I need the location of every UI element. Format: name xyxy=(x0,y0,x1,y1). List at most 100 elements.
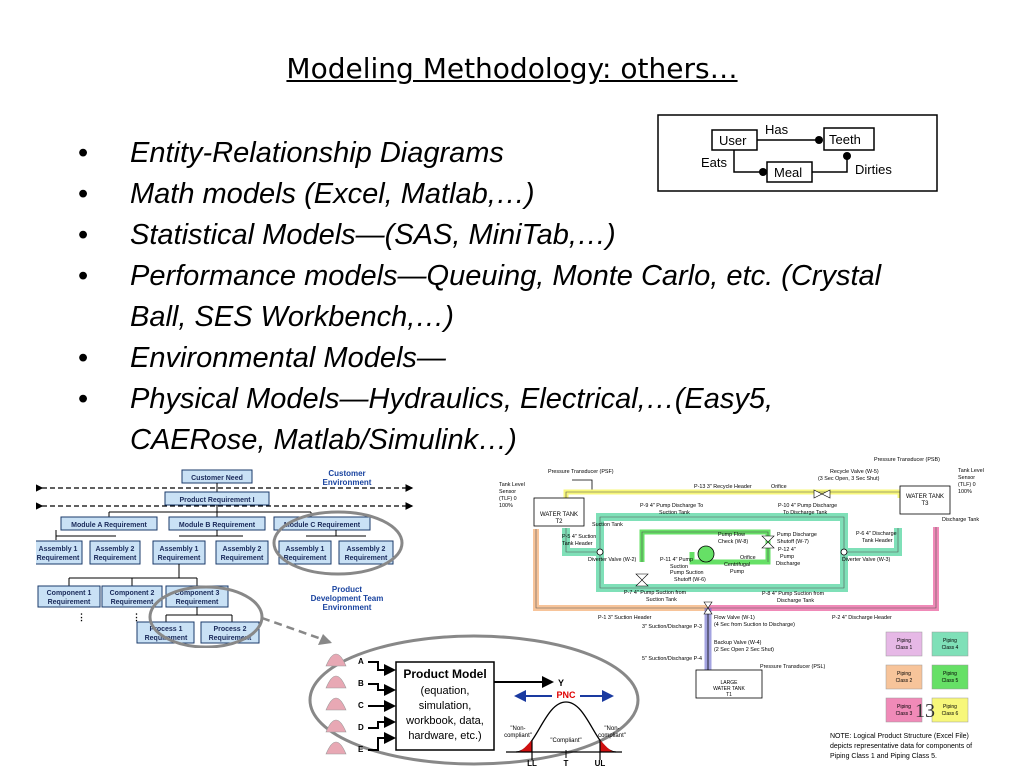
tank-t1-label: T1 xyxy=(726,692,732,698)
flow-label: 100% xyxy=(499,503,513,509)
tank-t1-label: LARGE xyxy=(721,680,739,686)
product-model-line: hardware, etc.) xyxy=(408,730,481,742)
flow-label: Flow Valve (W-1) xyxy=(714,615,755,621)
legend-label: Class 3 xyxy=(896,711,913,717)
tank-t2-label: WATER TANK xyxy=(540,512,578,518)
valve-icon xyxy=(821,489,831,499)
legend-label: Piping xyxy=(897,671,911,677)
flow-label: Shutoff (W-7) xyxy=(777,539,809,545)
noncompliant-right-label: compliant" xyxy=(598,733,626,739)
flow-label: Shutoff (W-6) xyxy=(674,577,706,583)
module-a-label: Module A Requirement xyxy=(71,522,147,529)
assembly-label: Requirement xyxy=(37,555,80,562)
flow-label: To Discharge Tank xyxy=(783,510,828,516)
process-label: Process 1 xyxy=(149,626,182,633)
flow-label: Pressure Transducer (PSF) xyxy=(548,469,614,475)
legend-swatch xyxy=(885,697,923,723)
component-label: Component 1 xyxy=(47,590,92,597)
flow-label: Orifice xyxy=(740,555,756,561)
input-label: B xyxy=(358,679,364,688)
flow-valve-icon xyxy=(703,601,713,609)
component-box xyxy=(101,585,163,608)
bullet-text: Statistical Models—(SAS, MiniTab,…) xyxy=(130,219,616,251)
pnc-label: PNC xyxy=(556,690,576,700)
flow-label: P-10 4" Pump Discharge xyxy=(778,503,837,509)
tank-t3-label: WATER TANK xyxy=(906,494,944,500)
product-model-title: Product Model xyxy=(403,667,486,681)
flow-label: Pump xyxy=(780,554,794,560)
pipe-outline xyxy=(565,516,899,553)
component-label: Requirement xyxy=(48,599,91,606)
legend-label: Class 4 xyxy=(942,645,959,651)
flow-label: (TLF) 0 xyxy=(958,482,976,488)
bullet-dot: • xyxy=(78,178,89,210)
bullet-dot: • xyxy=(78,383,89,415)
valve-icon xyxy=(635,573,649,581)
er-diagram: User Teeth Has Eats Meal Dirties xyxy=(657,114,938,192)
page-number: 13 xyxy=(915,700,935,722)
assembly-label: Assembly 1 xyxy=(160,546,199,553)
tank-t3 xyxy=(899,485,951,515)
flow-label: P-5 4" Suction xyxy=(562,534,596,540)
component-label: Component 3 xyxy=(175,590,220,597)
module-a-box xyxy=(60,516,158,531)
flow-label: Tank Level xyxy=(958,468,984,474)
customer-need-label: Customer Need xyxy=(191,475,243,482)
flow-label: P-9 4" Pump Discharge To xyxy=(640,503,703,509)
flow-label: Recycle Valve (W-5) xyxy=(830,469,879,475)
distribution-icon xyxy=(325,675,347,689)
component-box xyxy=(37,585,101,608)
er-teeth-label: Teeth xyxy=(829,132,861,147)
legend-swatch xyxy=(885,631,923,657)
assembly-label: Requirement xyxy=(158,555,201,562)
noncompliant-left-area xyxy=(516,740,532,752)
assembly-box xyxy=(215,540,269,565)
diverter-valve-icon xyxy=(596,548,604,556)
tank-t2-label: T2 xyxy=(555,519,563,525)
input-label: D xyxy=(358,723,364,732)
valve-icon xyxy=(813,489,823,499)
pipe-class-4 xyxy=(596,552,848,592)
module-c-label: Module C Requirement xyxy=(284,522,361,529)
piping-class-legend: Piping Class 1 Piping Class 4 Piping Cla… xyxy=(885,631,969,723)
product-model-line: (equation, xyxy=(421,685,470,697)
distribution-icon xyxy=(325,741,347,755)
legend-swatch xyxy=(931,664,969,690)
flow-label: Pressure Transducer (PSL) xyxy=(760,664,826,670)
dev-env-label: Development Team xyxy=(311,594,384,603)
assembly-label: Assembly 2 xyxy=(96,546,135,553)
component-label: Requirement xyxy=(111,599,154,606)
input-label: E xyxy=(358,745,364,754)
distribution-icon xyxy=(325,653,347,667)
assembly-box xyxy=(36,540,83,565)
er-frame xyxy=(657,114,938,192)
bullet-list: •Entity-Relationship Diagrams •Math mode… xyxy=(78,133,908,461)
er-has-label: Has xyxy=(765,122,789,137)
flow-label: Suction xyxy=(670,564,688,570)
assembly-label: Assembly 2 xyxy=(223,546,262,553)
flow-label: P-6 4" Discharge xyxy=(856,531,897,537)
bullet-dot: • xyxy=(78,137,89,169)
noncompliant-right-area xyxy=(600,740,616,752)
flow-label: 3" Suction/Discharge P-3 xyxy=(642,624,702,630)
flow-label: P-7 4" Pump Suction from xyxy=(624,590,687,596)
product-model-line: workbook, data, xyxy=(405,715,484,727)
flow-label: (3 Sec Open, 3 Sec Shut) xyxy=(818,476,880,482)
requirements-hierarchy: Customer Need Customer Environment Produ… xyxy=(36,469,414,648)
flow-label: Pump Suction xyxy=(670,570,704,576)
bullet-text: Math models (Excel, Matlab,…) xyxy=(130,178,535,210)
legend-label: Class 1 xyxy=(896,645,913,651)
flow-label: (2 Sec Open 2 Sec Shut) xyxy=(714,647,774,653)
flow-label: Sensor xyxy=(499,489,516,495)
diverter-valve-icon xyxy=(840,548,848,556)
noncompliant-right-label: "Non- xyxy=(604,726,619,732)
bullet-text: Environmental Models— xyxy=(130,342,446,374)
pipe-outline xyxy=(535,529,708,609)
component-label: Component 2 xyxy=(110,590,155,597)
legend-swatch xyxy=(931,631,969,657)
er-user-label: User xyxy=(719,133,747,148)
centrifugal-pump-icon xyxy=(697,545,715,563)
er-eats-dot xyxy=(759,168,767,176)
ellipsis-dots: ⋮ xyxy=(77,612,86,622)
input-arrow xyxy=(368,732,396,751)
